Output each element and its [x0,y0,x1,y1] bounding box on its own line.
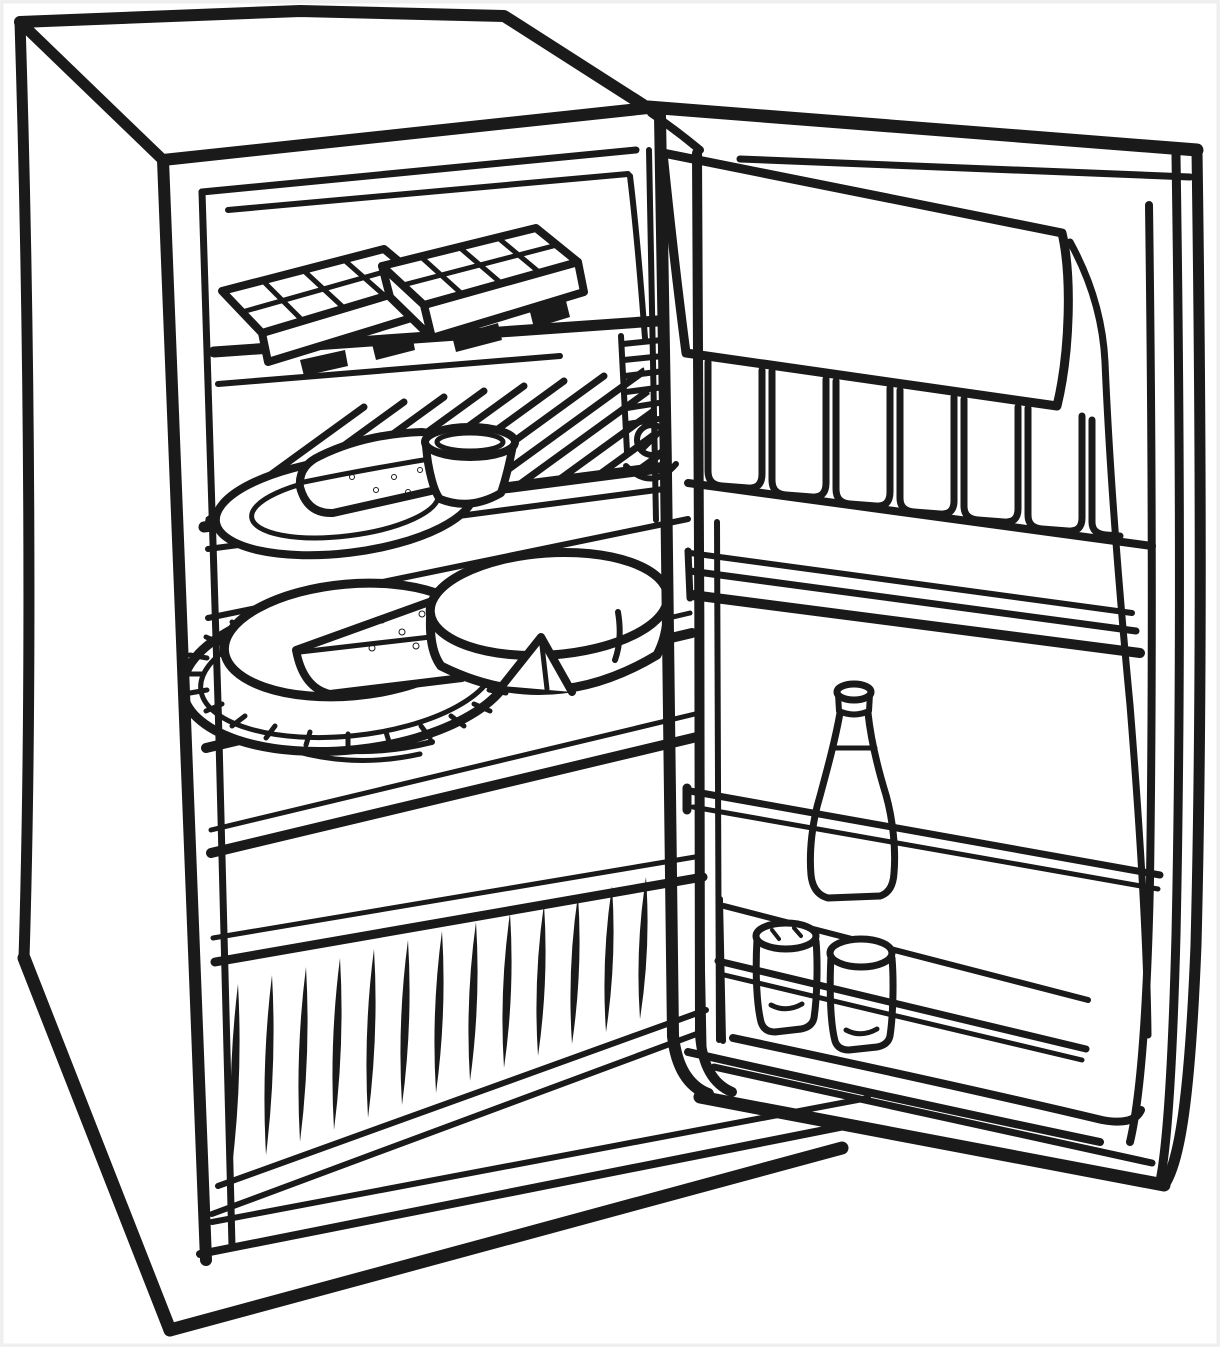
butter-compartment: Butter compartment [658,148,1073,411]
platter-shelf: Scalloped serving platter Cake with cut … [178,516,697,763]
door-bottom-inner-edge [710,1063,1156,1167]
bottle-rack: Scalloped bottle rack [684,358,1156,550]
right-jamb [654,110,679,1042]
rack-left-post [696,890,707,1051]
ink-stroke [417,467,423,473]
cup-inner-rim [434,430,506,454]
back-right-corner-line [627,173,648,341]
door-liner-bottom-line [684,1048,1104,1146]
door-top-inner-line [736,155,1194,181]
base-line-2 [196,1120,859,1258]
bottle: Bottle [806,680,899,902]
roof-left-edge [14,16,169,166]
ice-cube-tray-right: Ice cube tray (right) [378,224,588,352]
shelf-front-edge [210,872,708,967]
ink-stroke [378,616,386,624]
door-face-crease [1126,201,1156,1146]
base-line-3 [163,1141,849,1337]
bottle-cap-sides [835,691,873,718]
cup: Small cup [421,423,519,508]
shelf-thin-line [208,711,698,833]
ink-stroke [373,487,379,493]
bottle-rack-base-line [684,479,1156,550]
roof-front-edge [157,102,654,166]
crisper-slats [230,877,648,1167]
ink-stroke [368,644,376,652]
door-top-edge [641,100,1204,157]
cheese-wheel: Cheese wheel with notch [425,547,673,696]
ink-stroke [391,474,397,480]
door: Open refrigerator door Butter compartmen… [641,100,1206,1192]
tray-grid-lines [400,234,560,297]
jar-body-curve [768,1001,805,1012]
butter-compartment-lid [658,148,1073,411]
door-shelf-lip-back [687,550,1135,616]
door-shelf-bottom [687,590,1145,658]
ink-stroke [412,642,420,650]
left-bottom-taper [17,951,177,1337]
rail-bottom-line [690,804,1161,892]
tray-feet [452,301,570,352]
door-shelf-left-cap [684,547,694,602]
bottle-cap [833,680,875,704]
door-shelf-lip-front [686,567,1140,635]
top-outer-edge [14,5,654,114]
door-liner-right-edge [1066,238,1152,1039]
crisper-grille: Crisper grille [209,877,709,1217]
jar-lid [826,935,896,971]
shelf-front-edge [206,732,702,858]
crisper-bottom-line [215,1007,709,1189]
door-bottom-outer-edge [693,1090,1171,1192]
door-edge-outer [1158,145,1206,1191]
inner-frame-left [198,188,236,1250]
inner-frame-top [198,146,640,196]
rail-top-line [686,787,1164,879]
door-rail: Door retaining rail [682,783,1164,892]
back-wall-top-line [225,171,631,213]
tray-feet [300,334,415,376]
hinge-curve [647,109,704,154]
tray-grid-lines [239,256,408,324]
bottom-rack: Bottom door rack Storage jar (left) Stor… [696,890,1091,1063]
ink-stroke [349,474,355,480]
interior: Freezer shelf Ice cube tray (left) Ice c… [178,171,709,1217]
ink-stroke [398,628,406,636]
jar-lid-marks [770,926,803,950]
base-line-1 [209,1095,871,1225]
storage-jar-right: Storage jar (right) [826,935,897,1054]
freezer-shelf-under-line [215,353,563,387]
lower-empty-shelf: Lower empty shelf [210,853,708,967]
cake-slice-speckles [349,467,423,495]
empty-shelf: Empty shelf [206,711,702,858]
rack-rail-front [714,957,1090,1053]
rack-rail-front-2 [717,971,1085,1063]
jar-body-curve [843,1026,880,1037]
cheese-notch-inner-line [538,634,550,692]
door-liner-bottom-curve [729,1034,1145,1126]
ink-stroke [352,624,360,632]
bottle-body [806,709,899,902]
shelf-thin-line [210,853,704,941]
door-edge-inner [1155,150,1184,1186]
cheese-crease-line [612,609,623,663]
front-left-edge [157,154,212,1266]
crisper-bottom-line-2 [209,1029,705,1217]
left-silhouette [14,16,35,964]
ink-stroke [418,610,426,618]
cabinet: Refrigerator cabinet [14,5,871,1337]
jar-lid [752,919,820,953]
ink-stroke [405,489,411,495]
rack-left-post-2 [717,896,726,1044]
right-jamb-inner-line [646,147,659,523]
door-shelf: Empty door shelf [684,547,1145,658]
